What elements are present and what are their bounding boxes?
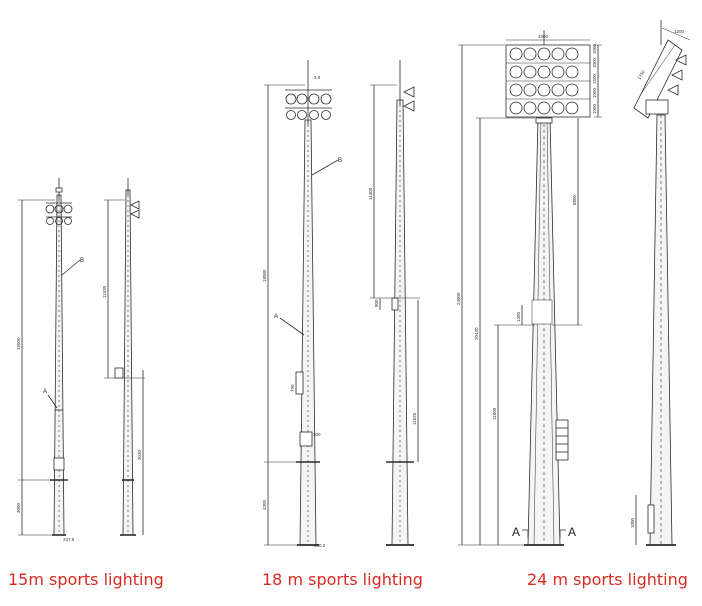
- pole15-foot: 237.6: [63, 537, 75, 542]
- pole15-dim-side-top: 11930: [102, 285, 107, 298]
- pole-15m-front: [18, 178, 81, 536]
- floodlight-cluster-18m: [285, 89, 332, 120]
- pole24-head-dim-4: 1000: [592, 87, 597, 98]
- pole24-side-head-width: 1200: [674, 29, 685, 34]
- pole18-door: 100: [313, 432, 321, 437]
- pole24-dim-lower: 11800: [492, 407, 497, 420]
- caption-18m: 18 m sports lighting: [262, 570, 423, 589]
- pole24-head-dim-3: 1500: [592, 73, 597, 84]
- pole15-dim-base: 3000: [16, 502, 21, 513]
- pole18-dim-small: 790: [290, 384, 295, 392]
- pole18-dim-side-top: 11400: [368, 187, 373, 200]
- pole15-label-a: A: [43, 389, 47, 395]
- pole-24m-front: [458, 30, 602, 546]
- pole18-dim-side-mid: 800: [374, 299, 379, 307]
- pole24-side-head-height: 1750: [637, 69, 647, 81]
- pole24-head-width: 4300: [538, 34, 549, 39]
- pole24-dim-small: 1300: [516, 311, 521, 322]
- floodlight-array-24m: [505, 44, 591, 118]
- pole18-dim-total: 18000: [262, 269, 267, 282]
- pole-15m-side: [104, 178, 145, 536]
- floodlight-frame-24m-side: [633, 39, 687, 119]
- pole18-foot: 260.2: [314, 543, 326, 548]
- pole24-dim-mid: 20430: [474, 327, 479, 340]
- pole18-dim-base: 4300: [262, 499, 267, 510]
- pole18-label-b: B: [338, 158, 342, 164]
- pole15-dim-total: 15000: [16, 337, 21, 350]
- floodlight-cluster-15m: [45, 202, 73, 225]
- pole-18m-side: [370, 60, 420, 546]
- pole24-head-dim-2: 1000: [592, 57, 597, 68]
- pole24-side-base: 1000: [630, 517, 635, 528]
- pole-18m-front: [264, 60, 339, 546]
- pole24-head-dim-1: 1000: [592, 43, 597, 54]
- pole15-dim-side-bottom: 3030: [137, 449, 142, 460]
- section-mark-right: A: [568, 525, 576, 539]
- pole18-top-num: 3.0: [314, 75, 321, 80]
- pole24-dim-upper: 8800: [572, 194, 577, 205]
- pole24-dim-total: 24000: [456, 292, 461, 305]
- caption-15m: 15m sports lighting: [8, 570, 164, 589]
- pole18-label-a: A: [274, 314, 278, 320]
- pole15-label-b: B: [80, 258, 84, 264]
- caption-24m: 24 m sports lighting: [527, 570, 688, 589]
- pole-24m-side: [633, 20, 691, 546]
- section-mark-left: A: [512, 525, 520, 539]
- pole18-dim-side-bottom: 11820: [412, 412, 417, 425]
- pole24-head-dim-5: 1000: [592, 103, 597, 114]
